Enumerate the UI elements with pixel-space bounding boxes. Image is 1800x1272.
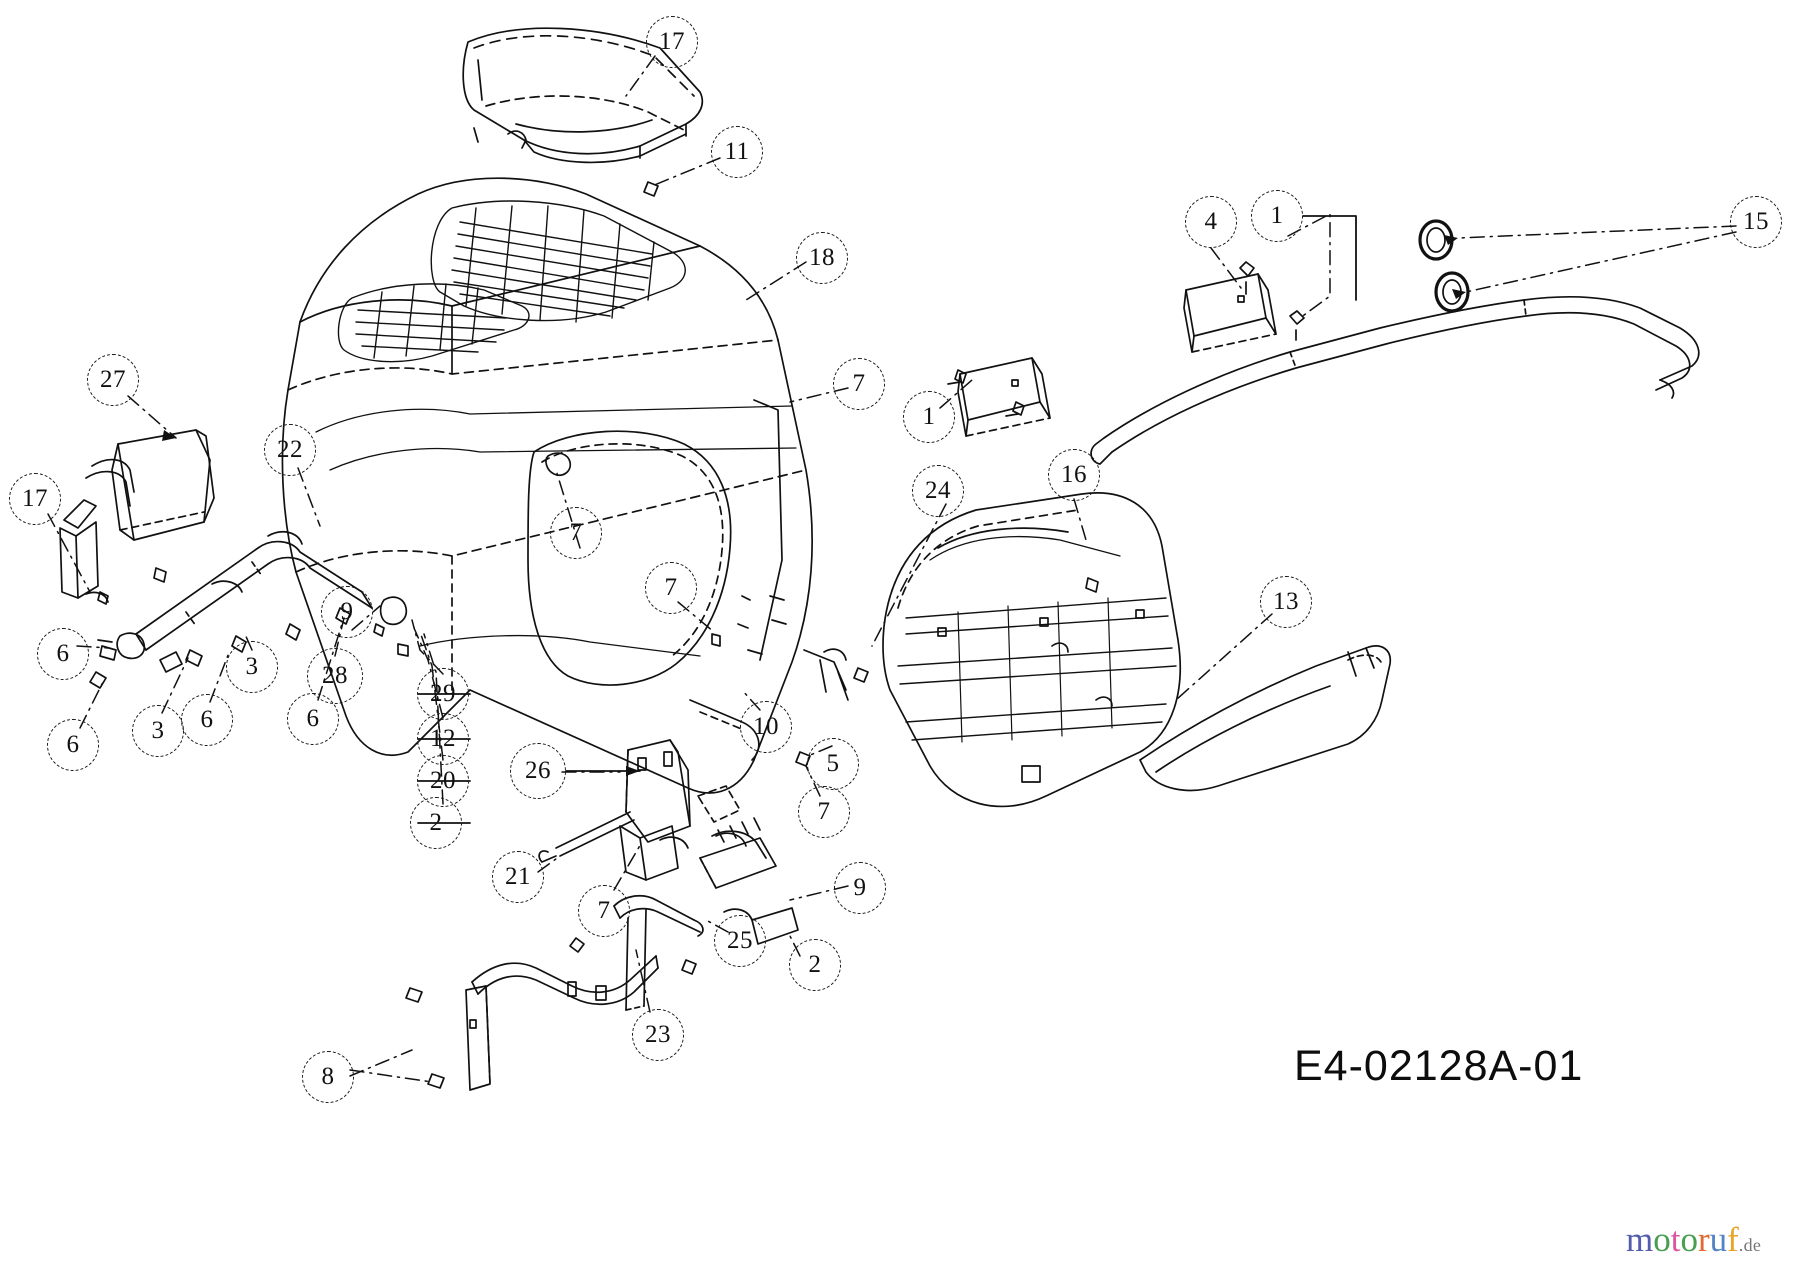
part-lower-bar xyxy=(405,955,659,1091)
part-dash-panel xyxy=(462,27,704,164)
callout-balloon-7[interactable]: 7 xyxy=(798,786,850,838)
watermark-tld: .de xyxy=(1738,1235,1762,1255)
callout-balloon-17[interactable]: 17 xyxy=(9,473,61,525)
callout-balloon-6[interactable]: 6 xyxy=(181,694,233,746)
callout-balloon-21[interactable]: 21 xyxy=(492,851,544,903)
callout-balloon-9[interactable]: 9 xyxy=(321,586,373,638)
part-hood xyxy=(281,177,849,794)
motoruf-watermark: motoruf.de xyxy=(1626,1222,1761,1257)
watermark-letter: r xyxy=(1697,1220,1710,1259)
callout-balloon-17[interactable]: 17 xyxy=(646,16,698,68)
callout-balloon-7[interactable]: 7 xyxy=(578,885,630,937)
callout-balloon-3[interactable]: 3 xyxy=(132,705,184,757)
callout-balloon-16[interactable]: 16 xyxy=(1048,449,1100,501)
callout-balloon-1[interactable]: 1 xyxy=(903,391,955,443)
part-front-bumper xyxy=(1090,219,1700,465)
watermark-letter: m xyxy=(1626,1220,1654,1259)
watermark-letter: u xyxy=(1709,1220,1728,1259)
callout-balloon-13[interactable]: 13 xyxy=(1260,576,1312,628)
callout-balloon-24[interactable]: 24 xyxy=(912,465,964,517)
callout-balloon-7[interactable]: 7 xyxy=(833,358,885,410)
part-hood-hinge-left xyxy=(59,429,215,660)
callout-balloon-2[interactable]: 2 xyxy=(789,939,841,991)
callout-balloon-27[interactable]: 27 xyxy=(87,354,139,406)
part-right-fender xyxy=(1139,645,1392,792)
callout-balloon-15[interactable]: 15 xyxy=(1730,196,1782,248)
hardware-fasteners xyxy=(473,127,869,767)
callout-balloon-28[interactable]: 28 xyxy=(307,648,363,704)
callout-balloon-1[interactable]: 1 xyxy=(1251,190,1303,242)
callout-balloon-11[interactable]: 11 xyxy=(711,126,763,178)
watermark-letter: o xyxy=(1653,1220,1671,1259)
callout-balloon-6[interactable]: 6 xyxy=(47,719,99,771)
callout-balloon-6[interactable]: 6 xyxy=(37,628,89,680)
diagram-code-label: E4-02128A-01 xyxy=(1294,1042,1584,1090)
callout-balloon-5[interactable]: 5 xyxy=(807,738,859,790)
callout-balloon-22[interactable]: 22 xyxy=(264,424,316,476)
callout-balloon-3[interactable]: 3 xyxy=(226,641,278,693)
callout-balloon-10[interactable]: 10 xyxy=(740,701,792,753)
callout-balloon-2[interactable]: 2 xyxy=(410,797,462,849)
callout-balloon-4[interactable]: 4 xyxy=(1185,196,1237,248)
callout-balloon-25[interactable]: 25 xyxy=(714,915,766,967)
watermark-letter: o xyxy=(1680,1220,1698,1259)
part-front-grille xyxy=(882,492,1182,808)
callout-balloon-6[interactable]: 6 xyxy=(287,693,339,745)
callout-balloon-7[interactable]: 7 xyxy=(550,507,602,559)
part-latch-assembly xyxy=(538,739,799,1011)
part-bumper-brackets xyxy=(947,261,1305,437)
callout-balloon-18[interactable]: 18 xyxy=(796,232,848,284)
watermark-letter: t xyxy=(1670,1220,1681,1259)
callout-balloon-7[interactable]: 7 xyxy=(645,562,697,614)
callout-balloon-9[interactable]: 9 xyxy=(834,862,886,914)
callout-balloon-23[interactable]: 23 xyxy=(632,1009,684,1061)
callout-balloon-26[interactable]: 26 xyxy=(510,743,566,799)
callout-balloon-8[interactable]: 8 xyxy=(302,1051,354,1103)
watermark-letter: f xyxy=(1727,1220,1739,1259)
